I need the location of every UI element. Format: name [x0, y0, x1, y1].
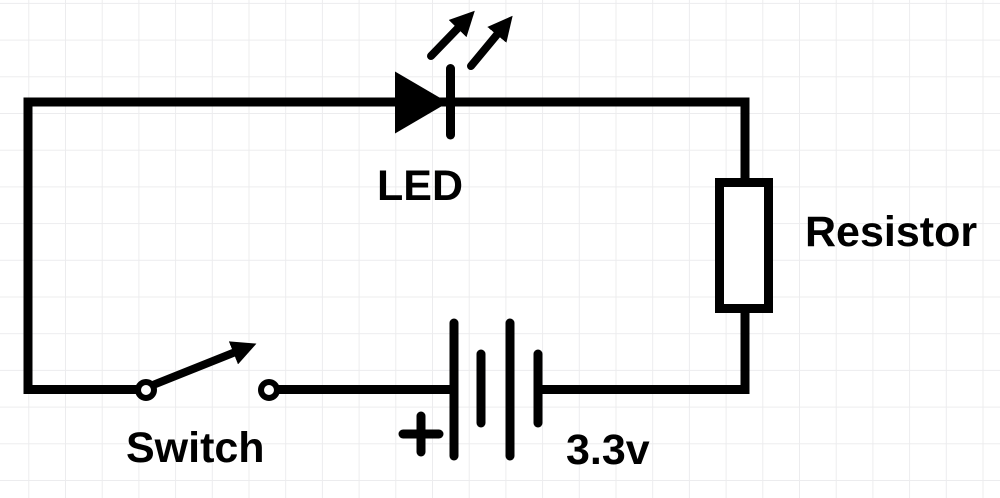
- battery-voltage-label: 3.3v: [566, 426, 650, 474]
- switch-lever-arrow: [149, 341, 257, 389]
- led-light-arrow-2: [467, 15, 513, 70]
- switch-terminal-right: [258, 379, 280, 401]
- wire-resistor-to-battery: [538, 309, 750, 394]
- switch-label: Switch: [126, 424, 265, 472]
- led-label: LED: [377, 162, 463, 210]
- resistor-label: Resistor: [805, 208, 977, 256]
- resistor-body: [715, 178, 773, 313]
- led-symbol: [395, 10, 513, 140]
- switch-terminal-left: [135, 379, 157, 401]
- wires: [23, 97, 750, 394]
- led-triangle: [395, 71, 448, 134]
- switch-symbol: [135, 341, 280, 401]
- led-light-arrow-1: [427, 10, 475, 60]
- battery-symbol: [398, 318, 543, 461]
- labels: LED Resistor Switch 3.3v: [126, 162, 977, 474]
- wire-left-top-right: [23, 97, 750, 394]
- resistor-symbol: [715, 178, 773, 313]
- battery-plus-sign: [398, 411, 444, 457]
